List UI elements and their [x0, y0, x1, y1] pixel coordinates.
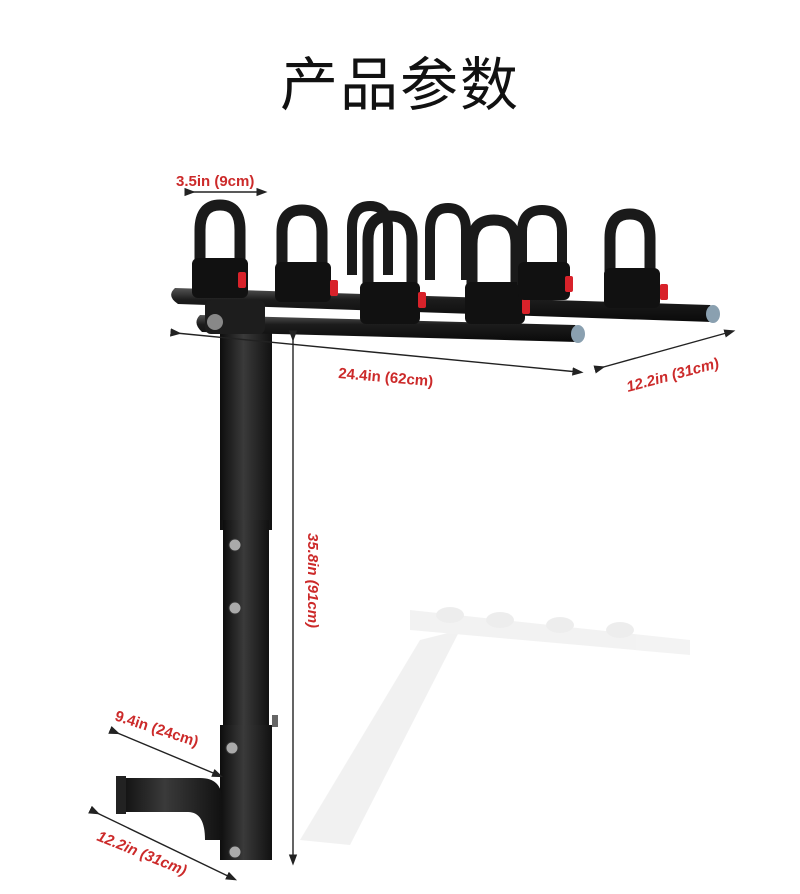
bike-cradle-3	[347, 200, 426, 324]
bike-cradle-4	[425, 202, 530, 324]
bike-cradle-1	[192, 199, 248, 298]
bike-cradle-6	[604, 208, 668, 308]
clamp-width-label: 3.5in (9cm)	[176, 173, 254, 190]
bar-length-label: 24.4in (62cm)	[338, 365, 434, 390]
hitch-length-label: 9.4in (24cm)	[113, 708, 201, 751]
bike-cradle-5	[517, 204, 573, 300]
rack-shadow	[300, 607, 690, 845]
base-length-label: 12.2in (31cm)	[95, 828, 189, 879]
height-label: 35.8in (91cm)	[304, 533, 321, 628]
rack-mast	[220, 330, 278, 860]
bar-depth-label: 12.2in (31cm)	[625, 355, 721, 396]
dimension-lines	[88, 187, 736, 881]
page-title: 产品参数	[279, 51, 520, 119]
bike-cradle-2	[275, 204, 338, 302]
